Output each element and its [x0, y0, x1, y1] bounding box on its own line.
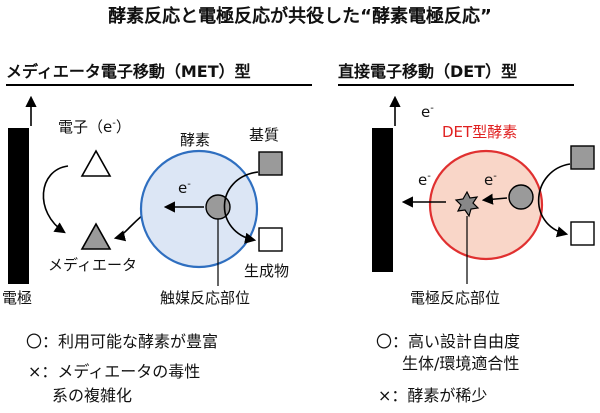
met-electron-label: 電子（e-） [58, 118, 131, 136]
met-electrode-label: 電極 [2, 289, 33, 307]
met-substrate-curve-arrow [223, 171, 259, 244]
met-substrate-label: 基質 [249, 126, 280, 144]
met-enzyme-label: 酵素 [180, 131, 211, 149]
det-substrate-square [570, 145, 595, 170]
det-pros-text-line2: 生体/環境適合性 [402, 354, 520, 373]
met-catalytic-site-label: 触媒反応部位 [160, 289, 251, 307]
det-inner-electron-arrow [481, 193, 508, 205]
det-product-square [570, 221, 595, 246]
met-heading-underline [6, 84, 312, 86]
det-cons-text: ×：酵素が稀少 [378, 386, 488, 405]
det-enzyme-circle [428, 149, 544, 261]
mediator-oxidized-triangle [80, 149, 112, 177]
det-catalytic-site [508, 184, 534, 210]
met-heading: メディエータ電子移動（MET）型 [6, 62, 251, 81]
det-electron-top-label: e- [421, 103, 434, 121]
det-heading: 直接電子移動（DET）型 [338, 62, 518, 81]
met-inner-electron-label: e- [178, 179, 191, 197]
met-mediator-label: メディエータ [48, 256, 137, 274]
det-pros-text-line1: 〇：高い設計自由度 [376, 332, 521, 351]
det-electrode-site-label: 電極反応部位 [410, 289, 501, 307]
det-enzyme-label: DET型酵素 [442, 123, 518, 141]
det-electron-left-label: e- [418, 171, 431, 189]
mediator-reduced-triangle [80, 222, 112, 250]
det-electrode-bar [372, 128, 393, 272]
det-substrate-curve-arrow [537, 163, 571, 238]
det-heading-underline [338, 84, 574, 86]
figure-title: 酵素反応と電極反応が共役した“酵素電極反応” [108, 6, 492, 27]
met-product-label: 生成物 [244, 262, 290, 280]
met-product-square [258, 227, 283, 252]
met-substrate-square [258, 151, 283, 176]
met-enzyme-circle [139, 149, 259, 269]
met-pros-text: 〇：利用可能な酵素が豊富 [26, 332, 219, 351]
met-cons-text-line1: ×：メディエータの毒性 [28, 362, 201, 381]
met-electrode-bar [8, 128, 29, 284]
det-electron-inner-label: e- [484, 171, 497, 189]
met-left-curve-arrow [42, 165, 69, 234]
met-cons-text-line2: 系の複雑化 [52, 386, 133, 405]
det-electrode-site-star [454, 190, 480, 218]
